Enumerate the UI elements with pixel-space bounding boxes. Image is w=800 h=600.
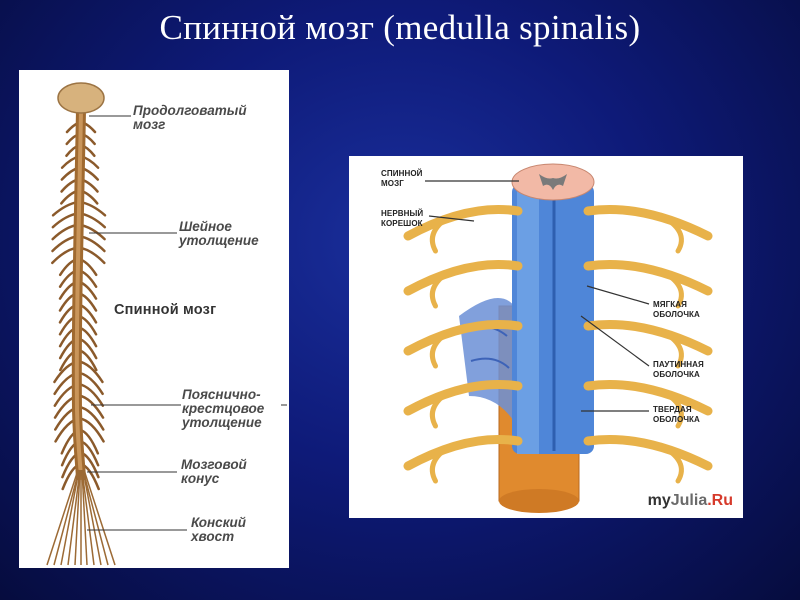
label-medulla-oblongata: Продолговатый мозг [133,103,247,132]
nerve-root [403,319,523,356]
label-cervical-enlargement: Шейное утолщение [179,219,259,248]
nerve-root [583,204,713,241]
label-arachnoid-mater: ПАУТИННАЯ ОБОЛОЧКА [653,360,704,379]
nerve-root [403,204,523,241]
spinal-cord-overview-illustration [46,82,287,566]
medulla-oblongata-shape [57,82,105,114]
nerve-branch [429,387,455,429]
label-nerve-root: НЕРВНЫЙ КОРЕШОК [381,209,424,228]
nerve-branch [657,442,684,484]
nerve-root [583,434,713,471]
label-spinal-cord-right: СПИННОЙ МОЗГ [381,169,423,188]
nerve-branch [429,267,455,309]
nerve-branch [429,442,455,484]
watermark: myJulia.Ru [647,492,733,509]
nerve-branch [657,387,684,429]
meninges-illustration [403,163,713,513]
nerve-branch [429,327,455,369]
nerve-root [583,259,713,296]
label-cauda-equina: Конский хвост [191,515,247,544]
label-dura-mater: ТВЕРДАЯ ОБОЛОЧКА [653,405,700,424]
label-pia-mater: МЯГКАЯ ОБОЛОЧКА [653,300,700,319]
nerve-branch [657,267,684,309]
label-lumbosacral-enlargement: Пояснично- крестцовое утолщение [182,387,265,430]
nerve-root [403,259,523,296]
label-spinal-cord: Спинной мозг [114,302,217,318]
nerve-branch [657,212,684,254]
nerve-root [403,379,523,416]
slide-title: Спинной мозг (medulla spinalis) [159,8,641,47]
spinal-cord-overview-panel: Продолговатый мозг Шейное утолщение Спин… [19,70,289,568]
nerve-root [583,379,713,416]
nerve-root [403,434,523,471]
nerve-branch [657,327,684,369]
label-conus-medullaris: Мозговой конус [181,457,247,486]
meninges-panel: СПИННОЙ МОЗГ НЕРВНЫЙ КОРЕШОК МЯГКАЯ ОБОЛ… [349,156,743,518]
nerve-root [583,319,713,356]
